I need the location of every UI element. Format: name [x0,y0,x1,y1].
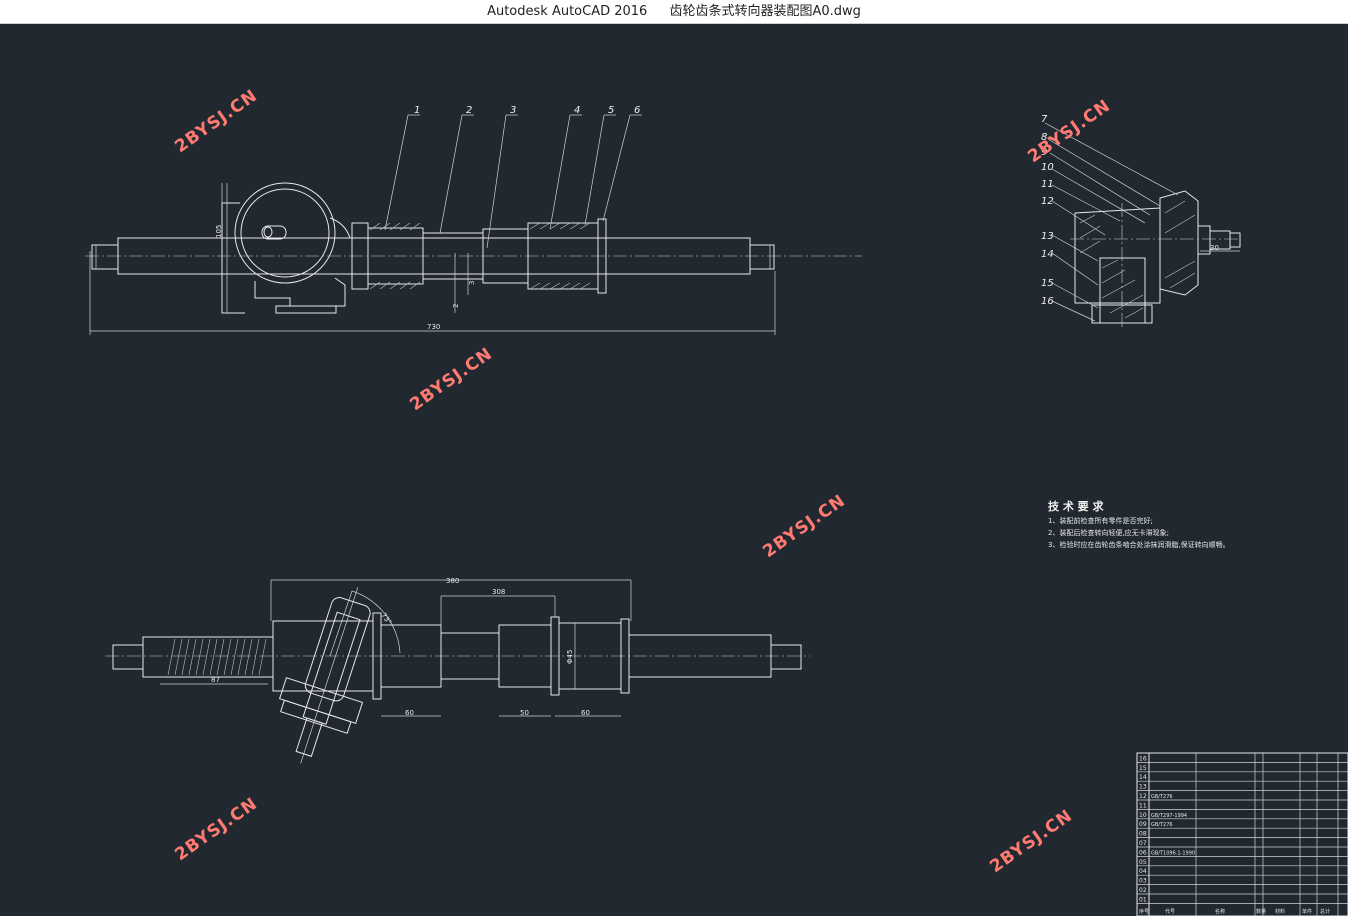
bom-footer-label: 材料 [1275,908,1285,915]
bom-row-code: GB/T276 [1151,794,1173,800]
callout-3: 3 [510,105,516,116]
bom-footer-label: 名称 [1215,908,1225,915]
bom-row-number: 01 [1139,896,1147,903]
callout-6: 6 [634,105,640,116]
bom-footer-label: 数量 [1256,908,1266,915]
dim-height: 105 [215,225,223,238]
app-title: Autodesk AutoCAD 2016 [487,4,648,19]
bom-row-number: 10 [1139,812,1147,819]
callout-5: 5 [608,105,614,116]
bom-footer-label: 单件 [1302,908,1312,915]
bom-row-number: 13 [1139,784,1147,791]
document-filename: 齿轮齿条式转向器装配图A0.dwg [669,4,861,19]
tech-item-2: 2、装配后检查转向轻便,应无卡滞现象; [1048,528,1169,537]
dim-shaft: 30 [1210,244,1219,252]
watermark-3: 2BYSJ.CN [406,344,496,415]
dim-d2: 3 [468,281,476,285]
bom-row-number: 03 [1139,878,1147,885]
window-titlebar: Autodesk AutoCAD 2016 齿轮齿条式转向器装配图A0.dwg [0,0,1348,24]
bom-row-number: 08 [1139,831,1147,838]
bom-row-number: 14 [1139,774,1147,781]
dim-overall: 380 [446,577,459,585]
watermark-6: 2BYSJ.CN [986,806,1076,877]
bom-row-code: GB/T276 [1151,822,1173,828]
technical-requirements: 技 术 要 求 1、装配前检查所有零件是否完好; 2、装配后检查转向轻便,应无卡… [1048,499,1230,549]
bom-row-number: 09 [1139,821,1147,828]
callout-9: 9 [1041,147,1047,158]
callout-15: 15 [1041,278,1054,289]
bom-row-number: 02 [1139,887,1147,894]
callout-11: 11 [1041,179,1054,190]
callout-13: 13 [1041,231,1054,242]
callout-12: 12 [1041,196,1054,207]
bottom-view-drawing [105,579,810,764]
dim-rack: 87 [211,676,220,684]
bom-footer-label: 总计 [1320,908,1330,915]
side-section-drawing [1044,122,1241,328]
dim-diameter: Φ45 [566,650,574,664]
callout-10: 10 [1041,162,1054,173]
dim-seg2: 50 [520,709,529,717]
bom-row-number: 07 [1139,840,1147,847]
bom-row-number: 15 [1139,765,1147,772]
bom-row-number: 06 [1139,849,1147,856]
bom-row-number: 16 [1139,755,1147,762]
callout-1: 1 [414,105,420,116]
callout-4: 4 [574,105,580,116]
callout-16: 16 [1041,296,1054,307]
callout-7: 7 [1041,114,1048,125]
watermark-1: 2BYSJ.CN [171,86,261,157]
bom-row-code: GB/T1096.1-1990 [1151,850,1195,856]
watermark-2: 2BYSJ.CN [1024,96,1114,167]
callout-14: 14 [1041,249,1054,260]
bom-footer-label: 序号 [1139,908,1149,915]
dim-d1: 2 [452,304,460,308]
tech-title: 技 术 要 求 [1048,499,1104,513]
dim-overall-length: 730 [427,323,440,331]
bom-row-number: 04 [1139,868,1147,875]
bom-row-number: 05 [1139,859,1147,866]
drawing-canvas[interactable]: 1 2 3 4 5 6 105 730 2 3 [0,23,1348,916]
dim-seg3: 60 [581,709,590,717]
tech-item-1: 1、装配前检查所有零件是否完好; [1048,516,1153,525]
bom-row-number: 12 [1139,793,1147,800]
watermark-group: 2BYSJ.CN 2BYSJ.CN 2BYSJ.CN 2BYSJ.CN 2BYS… [171,86,1114,877]
watermark-4: 2BYSJ.CN [759,491,849,562]
bom-row-number: 11 [1139,802,1147,809]
bom-footer-label: 代号 [1165,908,1175,915]
top-view-drawing [85,114,862,335]
callout-8: 8 [1041,132,1047,143]
tech-item-3: 3、检验时应在齿轮齿条啮合处涂抹润滑脂,保证转向顺畅。 [1048,540,1230,549]
dim-middle: 308 [492,588,505,596]
watermark-5: 2BYSJ.CN [171,794,261,865]
callout-2: 2 [466,105,472,116]
bom-row-code: GB/T297-1994 [1151,813,1187,819]
dim-seg1: 60 [405,709,414,717]
bom-table [1136,752,1348,916]
